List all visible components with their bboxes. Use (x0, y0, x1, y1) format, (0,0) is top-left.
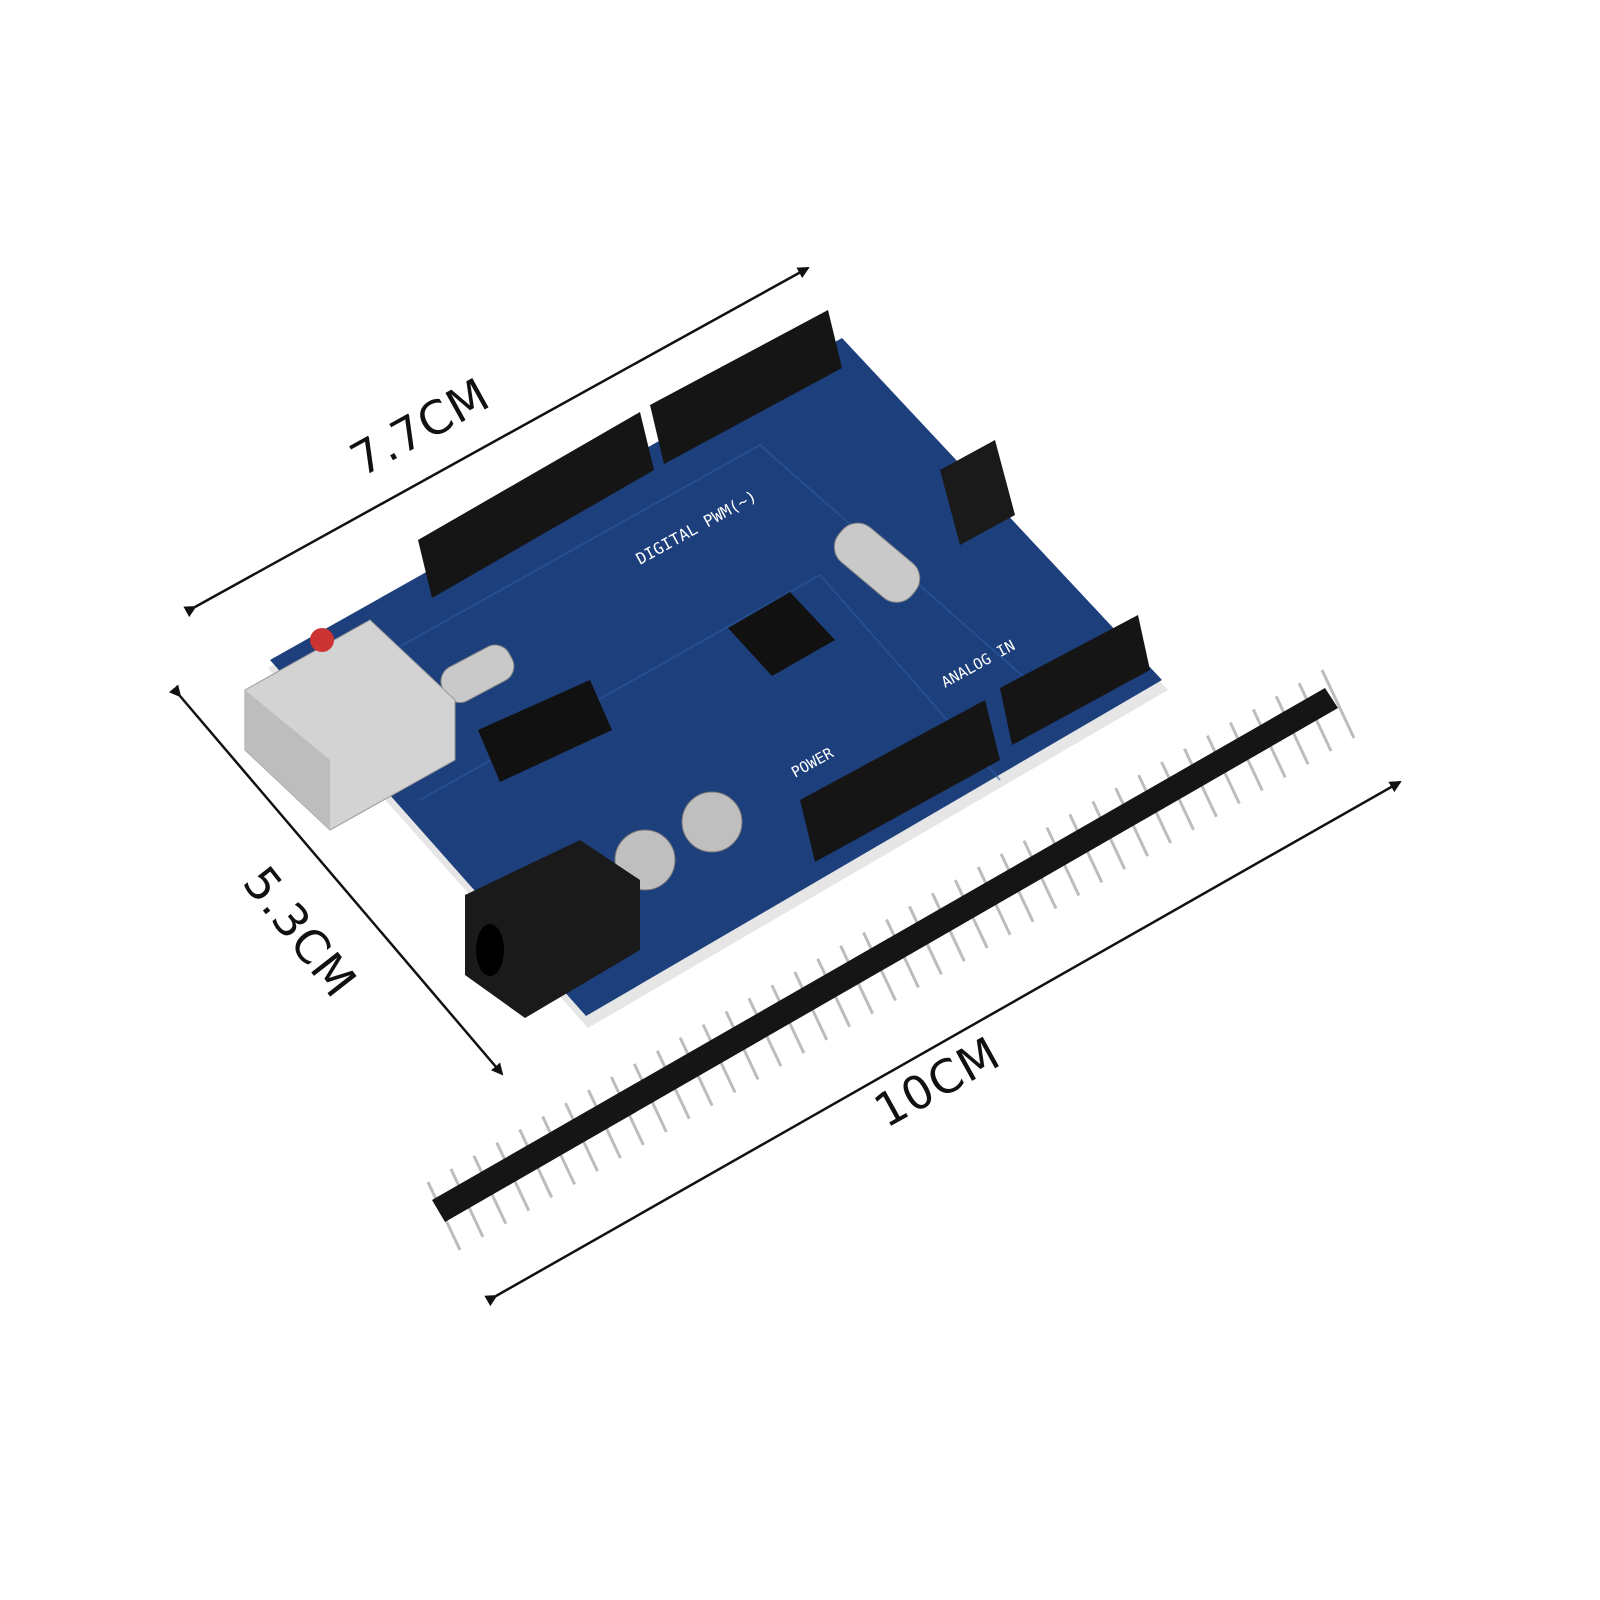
power-header (800, 700, 1000, 862)
header-dimension-arrow (484, 780, 1402, 1307)
crystal (833, 522, 921, 603)
analog-header (1000, 615, 1150, 745)
reset-button (310, 628, 334, 652)
digital-header-right (650, 310, 842, 464)
icsp-header (940, 440, 1015, 545)
capacitor (681, 791, 743, 853)
width-dimension-arrow (168, 684, 504, 1076)
pin-header-strip (432, 688, 1338, 1222)
power-jack (465, 840, 640, 1018)
usb-chip (478, 680, 612, 782)
digital-header-left (418, 412, 654, 598)
microcontroller-chip (728, 592, 835, 676)
pcb-board (270, 338, 1162, 1016)
length-dimension-arrow (183, 266, 810, 618)
header-pin (1320, 669, 1356, 739)
